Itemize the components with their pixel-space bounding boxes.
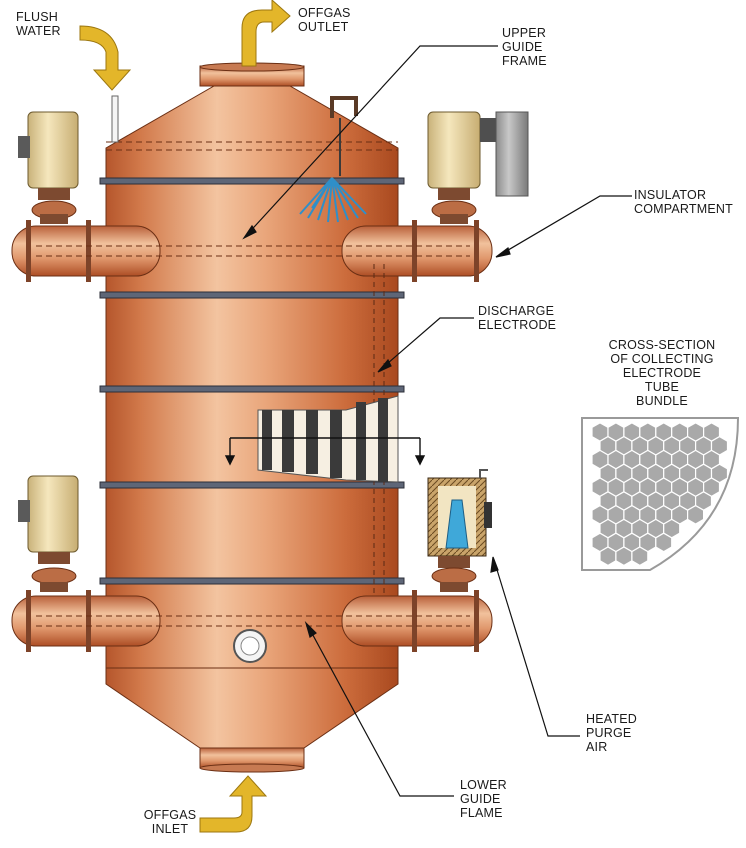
label-line: HEATED [586,712,637,726]
insulator-upper-right [427,111,529,224]
label-line: WATER [16,24,61,38]
heated-purge-air-compartment [427,469,492,592]
offgas-inlet-arrow [199,775,268,833]
lower-header-pipe [11,590,493,652]
label-line: INSULATOR [634,188,707,202]
label-line: DISCHARGE [478,304,555,318]
collecting-tube [615,546,633,567]
label-line: OFFGAS [143,808,197,822]
label-line: AIR [586,740,608,754]
label-line: PURGE [586,726,632,740]
label-line: BUNDLE [636,394,688,408]
label-line: CROSS-SECTION [608,338,716,352]
collecting-tube [655,532,673,553]
label-line: OFFGAS [298,6,351,20]
flush-water-pipe [111,95,119,143]
lower-guide-flame-label: LOWER GUIDE FLAME [460,778,507,820]
collecting-tube [631,546,649,567]
label-line: LOWER [460,778,507,792]
cross-section-label: CROSS-SECTION OF COLLECTING ELECTRODE TU… [596,338,728,408]
offgas-outlet-arrow [241,0,291,67]
label-line: FRAME [502,54,547,68]
label-line: OF COLLECTING [610,352,714,366]
label-line: FLUSH [16,10,58,24]
upper-guide-frame-label: UPPER GUIDE FRAME [502,26,547,68]
discharge-electrode-label: DISCHARGE ELECTRODE [478,304,556,332]
label-line: FLAME [460,806,503,820]
label-line: OUTLET [298,20,349,34]
leader-lines [242,45,632,797]
label-line: TUBE [644,380,680,394]
label-line: ELECTRODE [622,366,702,380]
tube-bundle-cross-section [581,417,740,571]
label-line: GUIDE [502,40,543,54]
label-line: ELECTRODE [478,318,557,332]
insulator-lower-left [18,475,79,592]
offgas-inlet-label: OFFGAS INLET [138,808,202,836]
inspection-port [233,629,267,663]
heated-purge-air-label: HEATED PURGE AIR [586,712,637,754]
label-line: COMPARTMENT [634,202,733,216]
upper-guide-frame-hook [330,96,358,176]
collecting-tube [599,546,617,567]
offgas-outlet-label: OFFGAS OUTLET [298,6,351,34]
insulator-compartment-label: INSULATOR COMPARTMENT [634,188,733,216]
insulator-upper-left [18,111,79,224]
flush-water-arrow [79,25,132,91]
electrode-tube-cutaway [224,395,426,483]
flush-water-label: FLUSH WATER [16,10,61,38]
label-line: UPPER [502,26,547,40]
spray-nozzle [299,177,367,223]
label-line: GUIDE [460,792,501,806]
upper-header-pipe [11,220,493,282]
label-line: INLET [151,822,189,836]
collecting-tube [686,504,705,525]
